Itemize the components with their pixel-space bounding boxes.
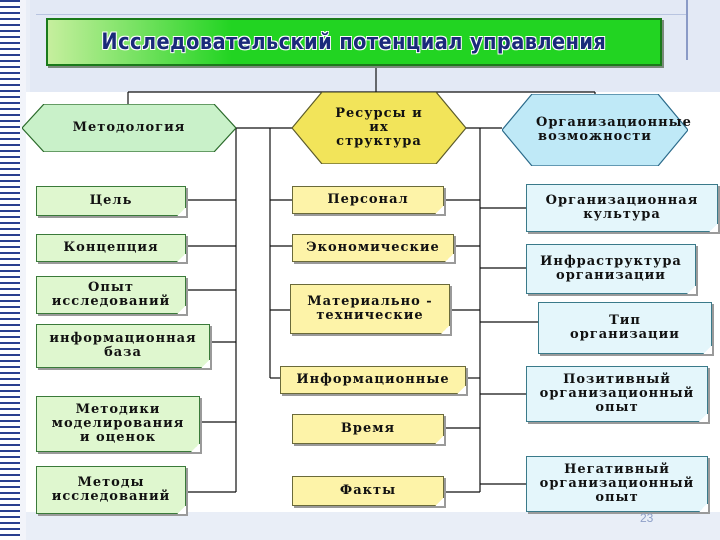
left-item-information-base: информационная база	[36, 324, 210, 368]
right-item-label: Тип организации	[570, 312, 680, 342]
left-item-label: Методы исследований	[51, 474, 171, 504]
header-methodology-label: Методология	[72, 119, 186, 135]
left-item-research-methods: Методы исследований	[36, 466, 186, 514]
right-item-label: Инфраструктура организации	[540, 253, 682, 283]
middle-item-personnel: Персонал	[292, 186, 444, 214]
middle-item-label: Экономические	[306, 239, 440, 255]
middle-item-informational: Информационные	[280, 366, 466, 394]
left-item-label: Методики моделирования и оценок	[51, 401, 185, 446]
left-item-research-experience: Опыт исследований	[36, 276, 186, 314]
left-item-modeling-methods: Методики моделирования и оценок	[36, 396, 200, 452]
header-organizational: Организационные возможности	[502, 94, 692, 166]
left-item-goal: Цель	[36, 186, 186, 216]
middle-item-time: Время	[292, 414, 444, 444]
middle-item-economic: Экономические	[292, 234, 454, 262]
right-item-positive-experience: Позитивный организационный опыт	[526, 366, 708, 422]
middle-item-facts: Факты	[292, 476, 444, 506]
right-item-label: Организационная культура	[545, 192, 699, 222]
middle-item-material-technical: Материально - технические	[290, 284, 450, 334]
left-item-label: информационная база	[49, 330, 197, 360]
header-resources-label: Ресурсы и их структура	[335, 105, 423, 150]
left-item-concept: Концепция	[36, 234, 186, 262]
right-item-negative-experience: Негативный организационный опыт	[526, 456, 708, 512]
right-item-label: Негативный организационный опыт	[539, 461, 695, 506]
left-item-label: Цель	[89, 192, 133, 208]
diagram-title: Исследовательский потенциал управления	[101, 29, 607, 55]
middle-item-label: Материально - технические	[307, 293, 433, 323]
left-item-label: Опыт исследований	[51, 279, 171, 309]
middle-item-label: Время	[340, 420, 396, 436]
left-item-label: Концепция	[63, 239, 159, 255]
header-methodology: Методология	[22, 104, 236, 152]
middle-item-label: Факты	[339, 482, 397, 498]
slide-left-strip	[0, 0, 26, 540]
right-item-label: Позитивный организационный опыт	[539, 371, 695, 416]
frame-line-vertical	[686, 0, 688, 60]
frame-line-horizontal	[36, 14, 686, 15]
page-number: 23	[640, 511, 654, 525]
title-box: Исследовательский потенциал управления	[46, 18, 662, 66]
header-resources: Ресурсы и их структура	[292, 92, 466, 164]
right-item-infrastructure: Инфраструктура организации	[526, 244, 696, 294]
right-item-org-type: Тип организации	[538, 302, 712, 354]
middle-item-label: Персонал	[327, 191, 409, 207]
right-item-org-culture: Организационная культура	[526, 184, 718, 232]
middle-item-label: Информационные	[296, 371, 450, 387]
header-organizational-label: Организационные возможности	[536, 114, 692, 144]
